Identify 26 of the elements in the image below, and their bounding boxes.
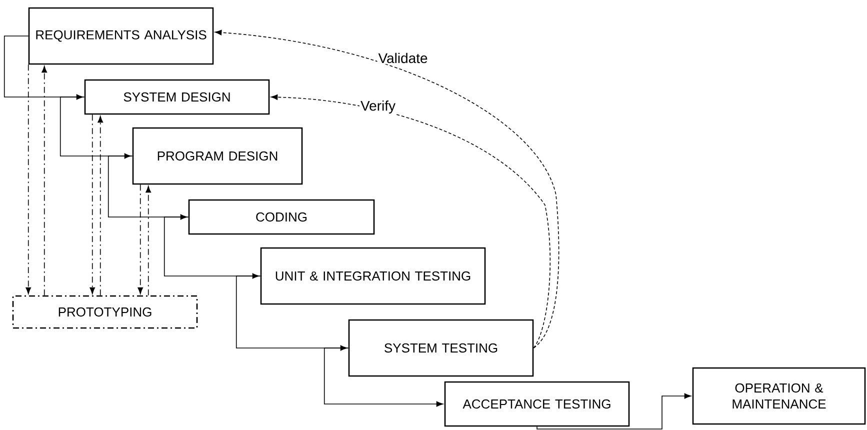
process-box: SYSTEM TESTING — [348, 319, 534, 377]
process-box: CODING — [188, 199, 375, 235]
arrow — [98, 116, 104, 296]
arrow — [42, 66, 48, 296]
arrow — [270, 94, 551, 348]
process-box: UNIT & INTEGRATION TESTING — [260, 247, 486, 305]
arrow — [214, 30, 560, 348]
process-box: SYSTEM DESIGN — [84, 79, 270, 115]
process-box: OPERATION & MAINTENANCE — [692, 367, 866, 425]
arrow — [146, 186, 152, 296]
process-box: ACCEPTANCE TESTING — [444, 381, 630, 427]
arrow — [164, 216, 260, 279]
edge-label: Validate — [377, 52, 429, 64]
arrow — [90, 114, 96, 294]
process-box: PROGRAM DESIGN — [132, 127, 303, 185]
arrow — [236, 276, 348, 351]
arrow — [324, 348, 444, 407]
arrow — [108, 156, 188, 220]
arrow — [536, 393, 692, 430]
arrow — [138, 184, 144, 294]
arrow — [60, 96, 132, 159]
arrow — [26, 64, 32, 294]
arrow — [4, 36, 84, 100]
edge-label: Verify — [360, 99, 397, 115]
process-box: REQUIREMENTS ANALYSIS — [28, 7, 214, 65]
prototyping-box: PROTOTYPING — [12, 295, 198, 329]
